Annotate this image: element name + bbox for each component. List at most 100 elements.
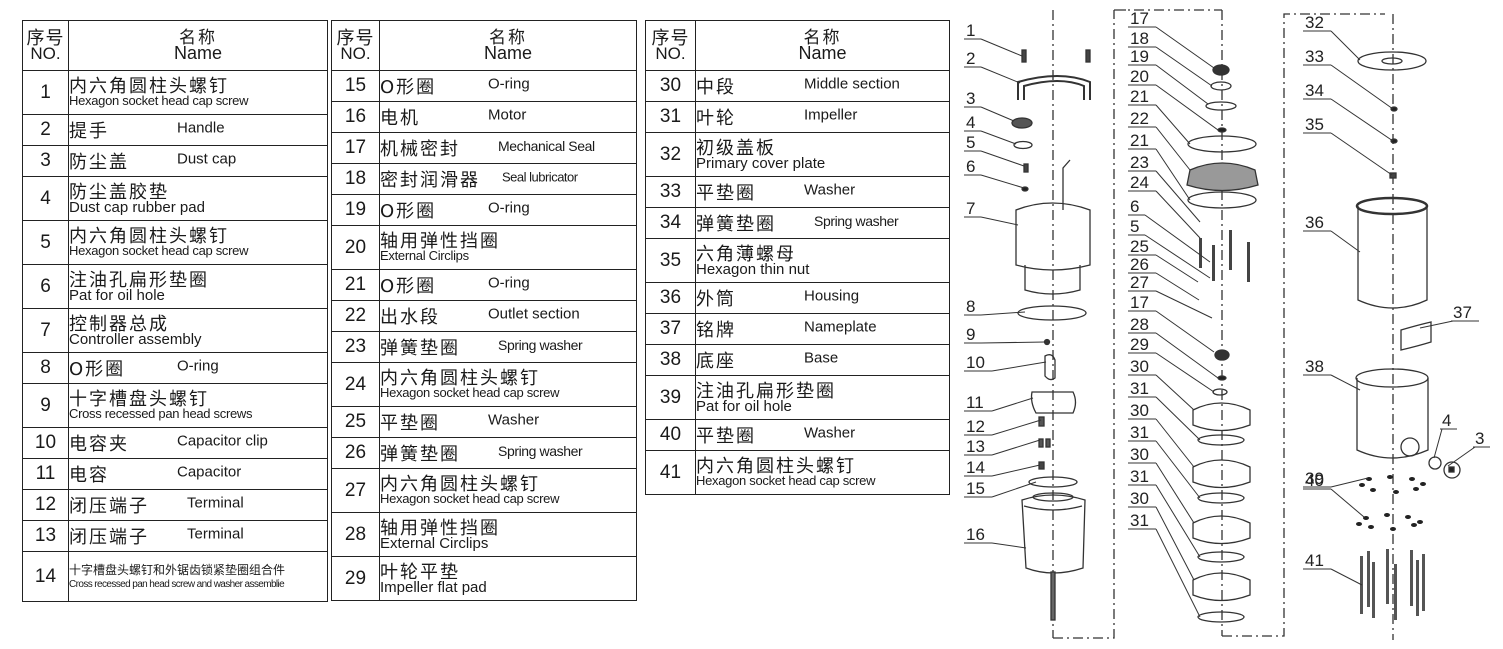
nameplate-part bbox=[1400, 321, 1432, 351]
part-name-en: O-ring bbox=[177, 357, 219, 375]
callout-label: 4 bbox=[966, 113, 975, 132]
part-number: 2 bbox=[22, 114, 69, 146]
lubricator-part bbox=[1210, 81, 1232, 91]
callout-label: 24 bbox=[1130, 173, 1149, 192]
leader-line bbox=[1155, 290, 1213, 319]
part-name-en: Washer bbox=[488, 411, 540, 429]
o-ring-part bbox=[1187, 191, 1257, 209]
part-name-zh: 出水段 bbox=[380, 307, 440, 328]
o-ring-part bbox=[1205, 101, 1237, 111]
leader-line bbox=[980, 66, 1021, 84]
leader-line bbox=[1155, 418, 1195, 468]
leader-line bbox=[1155, 254, 1199, 283]
o-ring-part bbox=[1187, 135, 1257, 153]
part-name-en: External Circlips bbox=[380, 248, 470, 263]
dust-cap-part bbox=[1443, 461, 1461, 479]
part-name-en: Capacitor bbox=[177, 463, 242, 481]
base-part bbox=[1356, 378, 1429, 459]
part-name-en: Terminal bbox=[187, 525, 244, 543]
leader-line bbox=[1330, 374, 1361, 391]
callout-label: 5 bbox=[1130, 217, 1139, 236]
terminal-part bbox=[1038, 416, 1045, 427]
part-name-zh: 叶轮 bbox=[696, 108, 736, 129]
part-number: 29 bbox=[331, 556, 380, 601]
base-port bbox=[1400, 437, 1420, 457]
callout-label: 30 bbox=[1130, 401, 1149, 420]
leader-line bbox=[980, 38, 1023, 57]
callout-label: 1 bbox=[966, 21, 975, 40]
leader-line bbox=[1330, 488, 1365, 518]
callout-label: 7 bbox=[966, 199, 975, 218]
o-ring-part bbox=[1017, 305, 1087, 321]
leader-line bbox=[1419, 320, 1454, 329]
part-number: 34 bbox=[645, 207, 696, 239]
part-name: O形圈 O-ring bbox=[68, 352, 328, 384]
leader-line bbox=[1330, 477, 1369, 488]
part-name-en: Hexagon socket head cap screw bbox=[69, 93, 249, 108]
leader-line bbox=[1155, 64, 1209, 105]
part-name-en: Motor bbox=[488, 106, 527, 124]
callout-label: 26 bbox=[1130, 255, 1149, 274]
part-number: 26 bbox=[331, 437, 380, 469]
leader-line bbox=[980, 216, 1019, 226]
leader-line bbox=[991, 419, 1042, 436]
part-number: 14 bbox=[22, 551, 69, 602]
part-name-en: Pat for oil hole bbox=[696, 397, 792, 415]
part-name-zh: 电容 bbox=[69, 465, 109, 486]
part-name-zh: 初级盖板 bbox=[696, 137, 776, 159]
leader-line bbox=[1155, 506, 1195, 581]
part-name-en: Housing bbox=[804, 287, 860, 305]
callout-label: 25 bbox=[1130, 237, 1149, 256]
leader-line bbox=[1155, 104, 1191, 145]
part-name-zh: O形圈 bbox=[69, 359, 126, 380]
part-name-zh: 内六角圆柱头螺钉 bbox=[69, 226, 229, 247]
terminal-part bbox=[1045, 438, 1051, 448]
base-top bbox=[1355, 368, 1429, 388]
rubber-pad-part bbox=[1428, 456, 1442, 470]
part-number: 30 bbox=[645, 70, 696, 102]
part-name-zh: 闭压端子 bbox=[69, 496, 149, 517]
motor-top bbox=[1032, 492, 1074, 502]
terminal-part bbox=[1038, 438, 1044, 448]
part-number: 38 bbox=[645, 344, 696, 376]
leader-line bbox=[1155, 374, 1195, 411]
part-name-zh: 防尘盖 bbox=[69, 152, 129, 173]
part-name-en: Seal lubricator bbox=[502, 169, 578, 185]
part-name-en: Hexagon socket head cap screw bbox=[380, 491, 560, 506]
leader-line bbox=[1330, 98, 1394, 142]
part-name-en: Hexagon socket head cap screw bbox=[380, 385, 560, 400]
callout-label: 13 bbox=[966, 437, 985, 456]
part-number: 24 bbox=[331, 362, 380, 407]
circlip-part bbox=[1217, 375, 1227, 381]
callout-label: 23 bbox=[1130, 153, 1149, 172]
screw-part bbox=[1043, 338, 1051, 346]
cover-plate-part bbox=[1357, 51, 1427, 71]
part-name-zh: 弹簧垫圈 bbox=[380, 338, 460, 359]
callout-label: 17 bbox=[1130, 9, 1149, 28]
